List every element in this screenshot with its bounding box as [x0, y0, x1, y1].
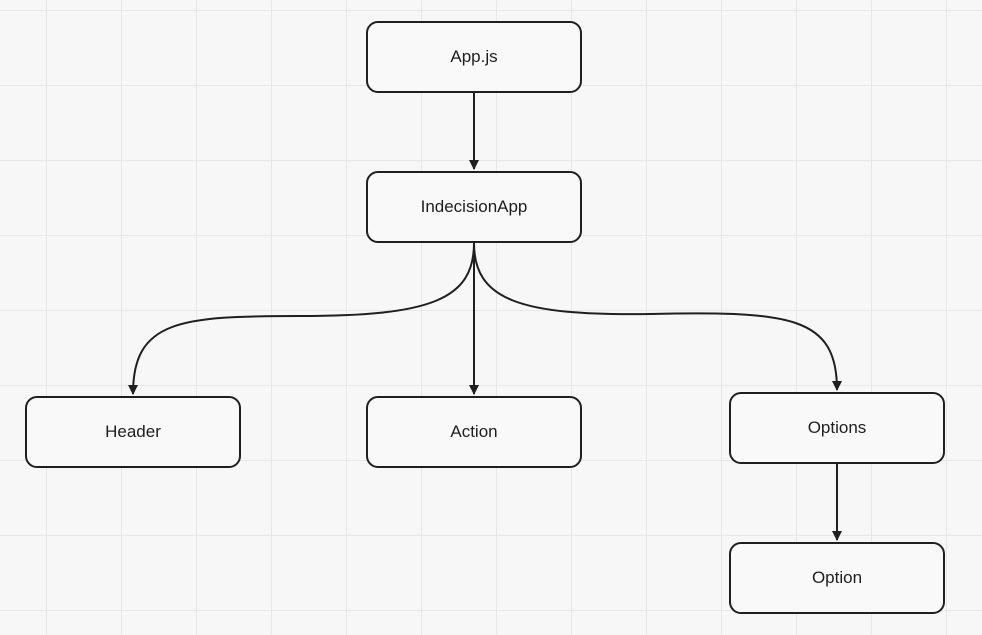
node-header[interactable]: Header: [25, 396, 241, 468]
edge-indecisionapp-to-header: [128, 242, 475, 395]
node-indecisionapp[interactable]: IndecisionApp: [366, 171, 582, 243]
node-action[interactable]: Action: [366, 396, 582, 468]
node-options-label: Options: [807, 418, 867, 437]
node-app-js[interactable]: App.js: [366, 21, 582, 93]
node-options[interactable]: Options: [729, 392, 945, 464]
node-indecisionapp-label: IndecisionApp: [420, 197, 528, 216]
node-app-js-label: App.js: [450, 47, 498, 66]
node-action-label: Action: [450, 422, 498, 441]
node-header-label: Header: [105, 422, 161, 441]
node-option-label: Option: [811, 568, 863, 587]
node-option[interactable]: Option: [729, 542, 945, 614]
edge-indecisionapp-to-options: [473, 242, 842, 391]
